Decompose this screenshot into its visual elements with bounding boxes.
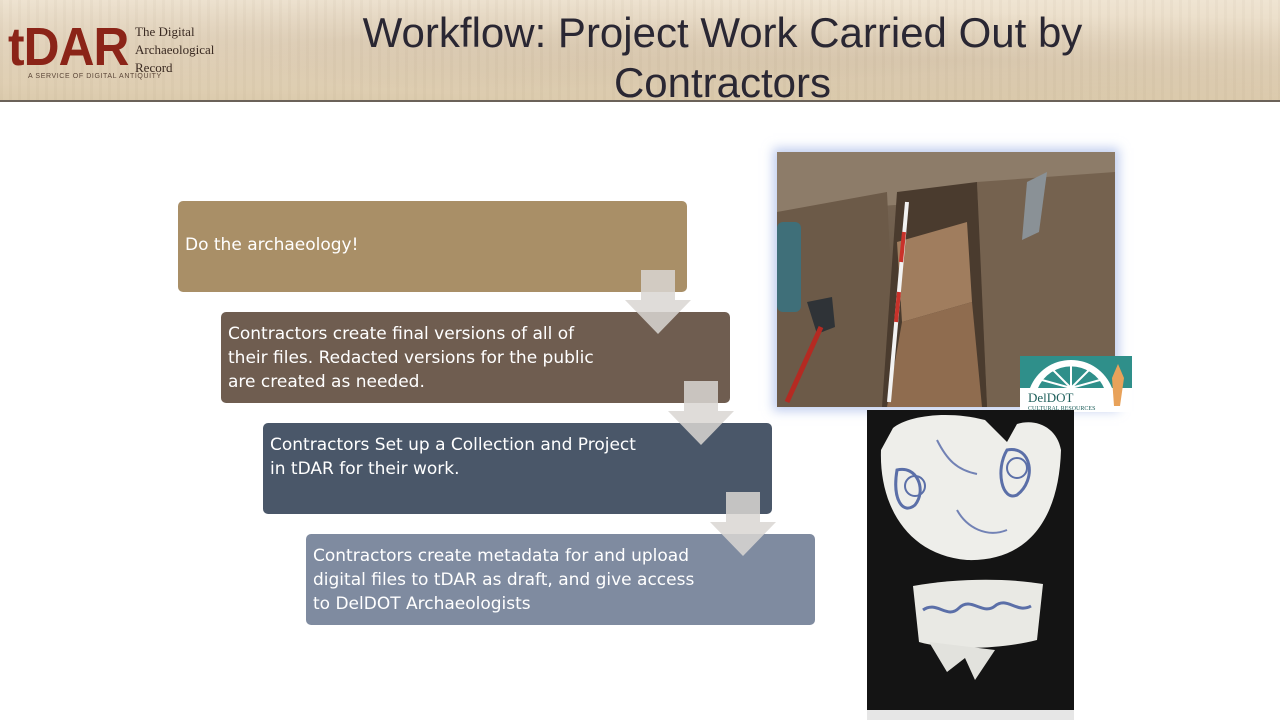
step-text: Contractors create final versions of all… (228, 324, 575, 344)
down-arrow-icon (625, 270, 691, 334)
tdar-logo-line: Record (135, 60, 173, 75)
parchment-texture (0, 0, 1280, 100)
step-text: to DelDOT Archaeologists (313, 594, 531, 614)
tdar-logo-tagline: A SERVICE OF DIGITAL ANTIQUITY (28, 73, 162, 80)
step-text: Do the archaeology! (185, 235, 359, 255)
tdar-logo-line: The Digital (135, 24, 195, 39)
workflow-step-1: Do the archaeology! (178, 201, 687, 292)
excavation-photo (777, 152, 1115, 407)
tdar-logo-text: The Digital Archaeological Record (135, 23, 235, 77)
step-text: in tDAR for their work. (270, 459, 460, 479)
down-arrow-icon (668, 381, 734, 445)
slide-title-line: Contractors (613, 59, 832, 106)
step-text: their files. Redacted versions for the p… (228, 348, 594, 368)
down-arrow-icon (710, 492, 776, 556)
pottery-photo (867, 410, 1074, 720)
workflow-step-2: Contractors create final versions of all… (221, 312, 730, 403)
deldot-emblem-icon: DelDOT CULTURAL RESOURCES (1020, 356, 1132, 412)
tdar-logo-line: Archaeological (135, 42, 215, 57)
deldot-logo: DelDOT CULTURAL RESOURCES (1020, 356, 1132, 412)
deldot-subtitle: CULTURAL RESOURCES (1028, 406, 1095, 412)
step-text: Contractors Set up a Collection and Proj… (270, 435, 636, 455)
slide-title-line: Workflow: Project Work Carried Out by (362, 9, 1083, 56)
deldot-name: DelDOT (1028, 390, 1074, 405)
tdar-logo: tDAR The Digital Archaeological Record A… (8, 20, 238, 85)
step-text: digital files to tDAR as draft, and give… (313, 570, 695, 590)
excavation-illustration (777, 152, 1115, 407)
slide-title: Workflow: Project Work Carried Out by Co… (300, 8, 1145, 108)
step-text: are created as needed. (228, 372, 425, 392)
workflow-step-3: Contractors Set up a Collection and Proj… (263, 423, 772, 514)
header-banner: tDAR The Digital Archaeological Record A… (0, 0, 1280, 106)
tdar-logo-mark: tDAR (8, 17, 129, 77)
step-text: Contractors create metadata for and uplo… (313, 546, 690, 566)
workflow-step-4: Contractors create metadata for and uplo… (306, 534, 815, 625)
pottery-illustration (867, 410, 1074, 720)
